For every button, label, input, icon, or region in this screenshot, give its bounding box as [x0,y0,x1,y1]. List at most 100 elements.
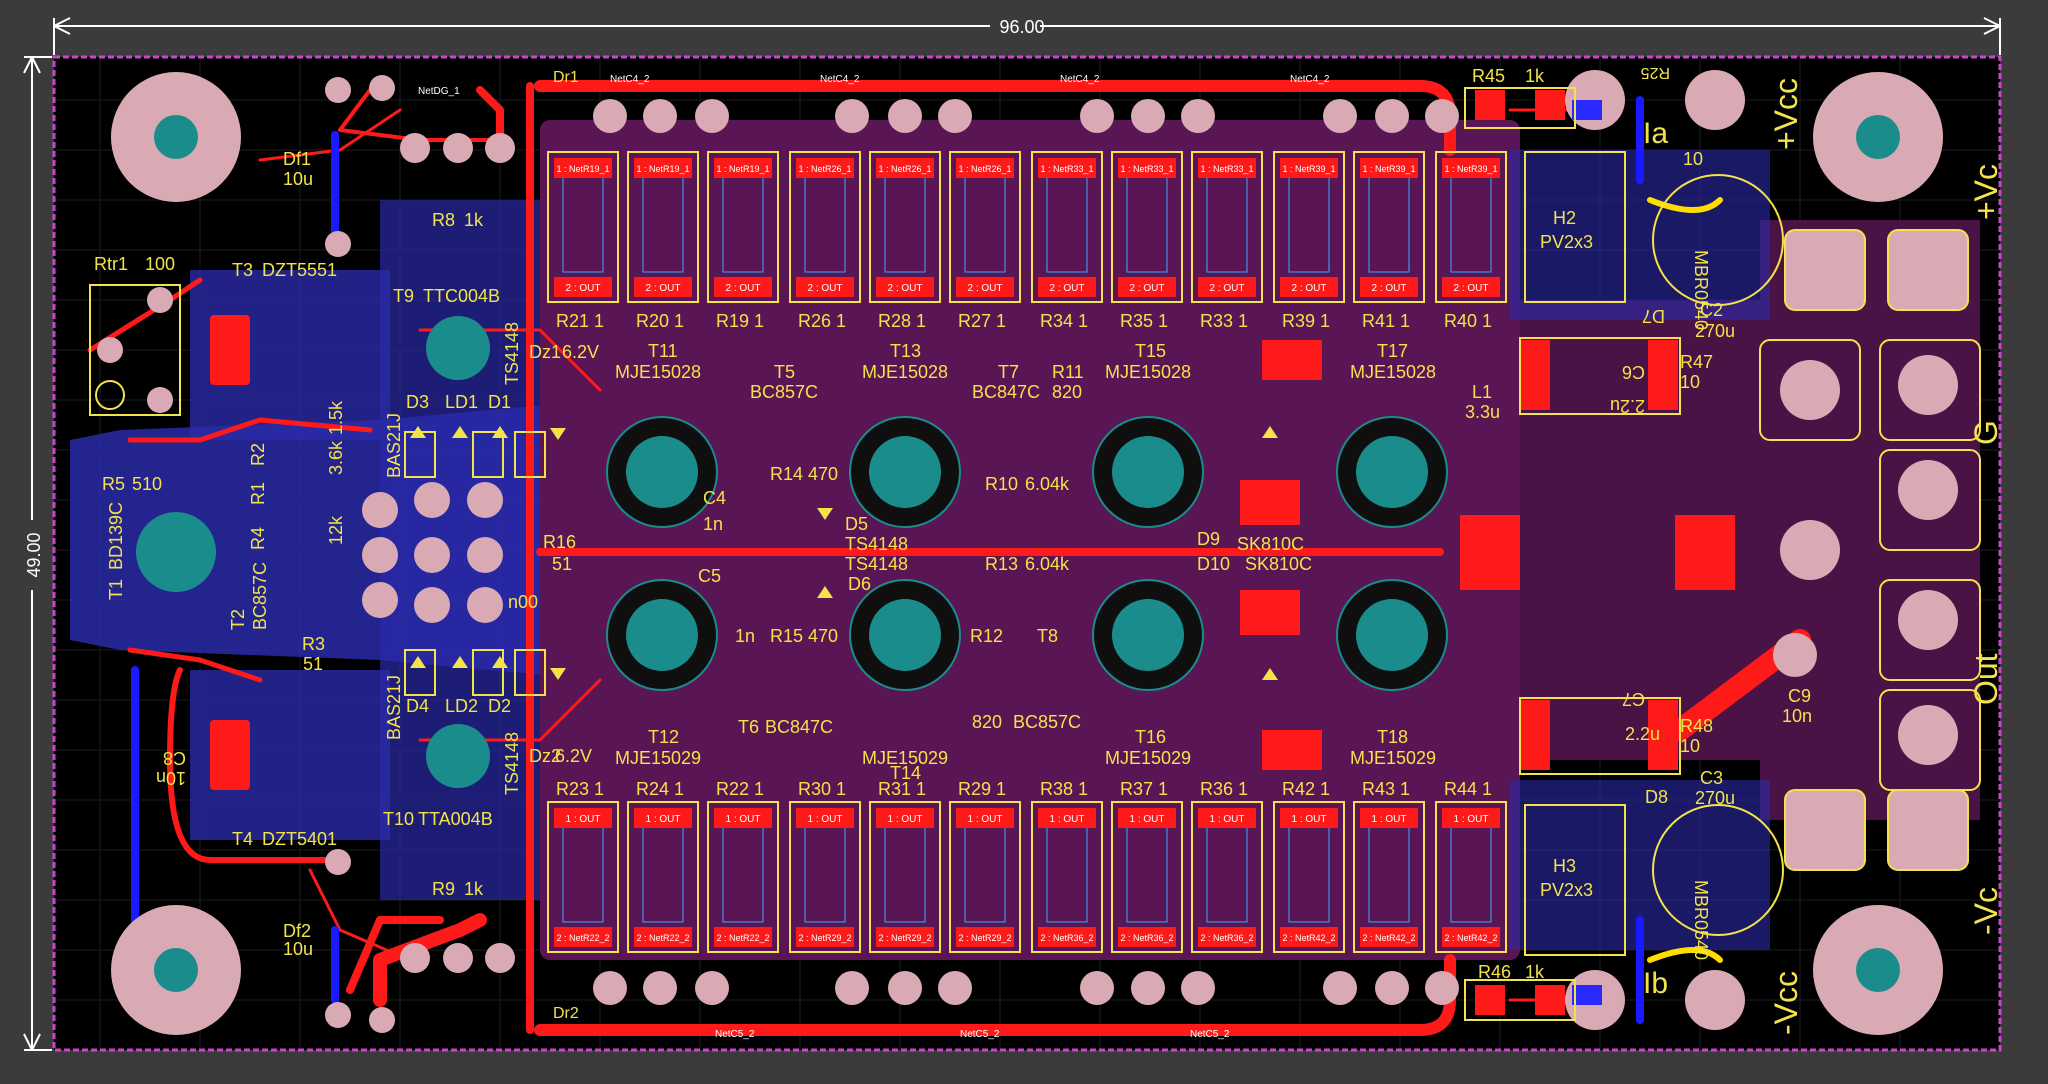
svg-text:BC857C: BC857C [1013,712,1081,732]
svg-text:R12: R12 [970,626,1003,646]
pad-out-label: 1 : OUT [645,814,680,825]
svg-text:D10: D10 [1197,554,1230,574]
svg-text:R47: R47 [1680,352,1713,372]
svg-text:PV2x3: PV2x3 [1540,880,1593,900]
svg-text:MBR0540: MBR0540 [1691,250,1711,330]
pad-net-label: 2 : NetR42_2 [1362,933,1415,943]
emitter-resistor: 2 : NetR36_21 : OUT [1031,801,1103,953]
pad-net-label: 1 : NetR39_1 [1444,164,1497,174]
pad-out-label: 1 : OUT [1291,814,1326,825]
svg-text:R3: R3 [302,634,325,654]
emitter-resistor: 2 : NetR36_21 : OUT [1111,801,1183,953]
svg-text:6.2V: 6.2V [562,342,599,362]
resistor-ref: R43 1 [1362,779,1410,799]
resistor-ref: R35 1 [1120,311,1168,331]
pad-net-label: 2 : NetR36_2 [1120,933,1173,943]
svg-text:C4: C4 [703,488,726,508]
svg-text:D7: D7 [1642,306,1665,326]
resistor-ref: R36 1 [1200,779,1248,799]
svg-text:TS4148: TS4148 [502,732,522,795]
svg-text:Dr2: Dr2 [553,1005,579,1022]
svg-text:C8: C8 [163,748,186,768]
label-vcc-pos: +Vcc [1768,78,1804,150]
svg-text:T13: T13 [890,341,921,361]
label-vc-neg: -Vc [1968,887,2004,935]
svg-text:BAS21J: BAS21J [384,675,404,740]
svg-text:TTC004B: TTC004B [423,286,500,306]
emitter-resistor: 2 : NetR22_21 : OUT [547,801,619,953]
pad-net-label: 2 : NetR29_2 [958,933,1011,943]
svg-text:3.3u: 3.3u [1465,402,1500,422]
svg-text:L1: L1 [1472,382,1492,402]
label-g: G [1968,420,2004,445]
svg-text:D6: D6 [848,574,871,594]
svg-text:51: 51 [552,554,572,574]
svg-text:D9: D9 [1197,529,1220,549]
emitter-resistor: 1 : NetR26_12 : OUT [949,151,1021,303]
pad-net-label: 2 : NetR36_2 [1040,933,1093,943]
resistor-ref: R34 1 [1040,311,1088,331]
svg-text:SK810C: SK810C [1245,554,1312,574]
pad-out-label: 2 : OUT [725,283,760,294]
svg-text:D1: D1 [488,392,511,412]
resistor-ref: R40 1 [1444,311,1492,331]
svg-text:820: 820 [972,712,1002,732]
svg-text:C2: C2 [1700,300,1723,320]
svg-text:T14: T14 [890,763,921,783]
svg-text:NetC5_2: NetC5_2 [960,1029,1000,1040]
svg-text:510: 510 [132,474,162,494]
pad-net-label: 2 : NetR22_2 [556,933,609,943]
svg-text:Dr1: Dr1 [553,69,579,86]
copper-pours [70,120,1980,960]
pad-out-label: 2 : OUT [807,283,842,294]
svg-text:3.6k: 3.6k [326,440,346,475]
resistor-ref: R20 1 [636,311,684,331]
svg-text:1.5k: 1.5k [326,400,346,435]
dimension-width-label: 96.00 [999,17,1044,37]
label-vcc-neg: -Vcc [1768,971,1804,1035]
emitter-resistor: 1 : NetR26_1 2 : OUT [789,151,861,303]
svg-text:C5: C5 [698,566,721,586]
dimension-height-label: 49.00 [24,532,44,577]
pad-net-label: 1 : NetR26_1 [798,164,851,174]
resistor-ref: R39 1 [1282,311,1330,331]
board-outline [52,55,2002,1052]
svg-text:10n: 10n [1782,706,1812,726]
svg-text:T6: T6 [738,717,759,737]
pad-out-label: 2 : OUT [1371,283,1406,294]
svg-text:MBR0540: MBR0540 [1691,880,1711,960]
resistor-ref: R31 1 [878,779,926,799]
pad-out-label: 2 : OUT [1129,283,1164,294]
pad-net-label: 2 : NetR22_2 [636,933,689,943]
svg-text:R16: R16 [543,532,576,552]
svg-text:TTA004B: TTA004B [418,809,493,829]
resistor-ref: R19 1 [716,311,764,331]
svg-text:T8: T8 [1037,626,1058,646]
resistor-ref: R37 1 [1120,779,1168,799]
pad-out-label: 2 : OUT [1291,283,1326,294]
pad-net-label: 2 : NetR42_2 [1444,933,1497,943]
resistor-ref: R23 1 [556,779,604,799]
svg-text:10n: 10n [156,768,186,788]
svg-text:10: 10 [1680,372,1700,392]
svg-text:10u: 10u [283,169,313,189]
svg-text:R4: R4 [248,527,268,550]
svg-text:NetC4_2: NetC4_2 [610,74,650,85]
pad-net-label: 2 : NetR42_2 [1282,933,1335,943]
svg-text:6.04k: 6.04k [1025,474,1070,494]
pad-net-label: 1 : NetR26_1 [878,164,931,174]
svg-text:Df1: Df1 [283,149,311,169]
edge-labels: +Vcc +Vc G Out -Vc -Vcc [1768,78,2004,1035]
resistor-ref: R29 1 [958,779,1006,799]
svg-text:DZT5551: DZT5551 [262,260,337,280]
svg-text:T12: T12 [648,727,679,747]
svg-text:R25: R25 [1641,64,1670,81]
pad-out-label: 2 : OUT [1453,283,1488,294]
svg-text:MJE15028: MJE15028 [615,362,701,382]
svg-text:2.2u: 2.2u [1625,724,1660,744]
svg-text:T5: T5 [774,362,795,382]
emitter-resistor: 1 : NetR33_12 : OUT [1191,151,1263,303]
power-transistors [136,316,1448,788]
svg-text:C3: C3 [1700,768,1723,788]
